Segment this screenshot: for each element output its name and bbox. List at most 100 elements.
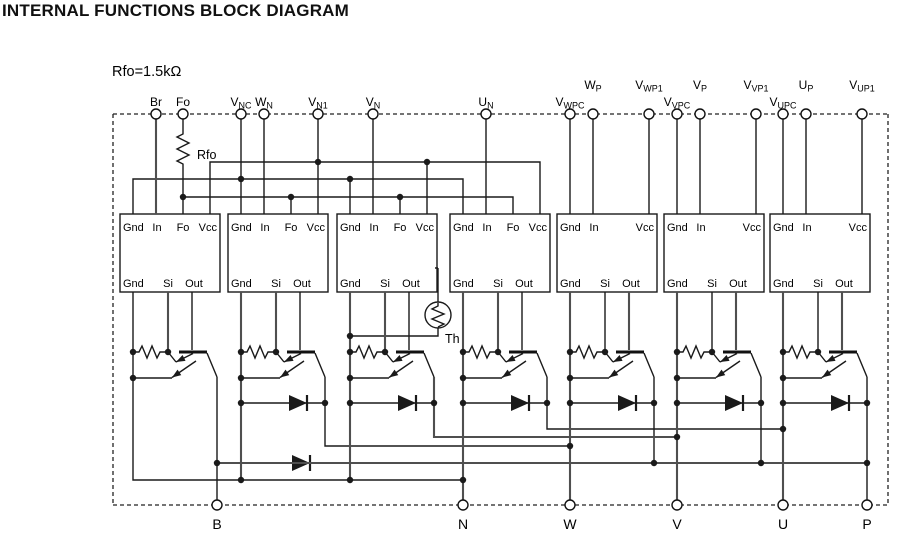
pin-label: Gnd [560, 278, 581, 290]
pin-label: Gnd [231, 222, 252, 234]
junction-dot [459, 399, 467, 407]
pin-label: Vcc [743, 222, 762, 234]
terminal-circle [750, 108, 762, 120]
circuit-wiring-thick [154, 119, 867, 505]
junction-dot [396, 193, 404, 201]
bottom-terminal-u: U [777, 499, 789, 532]
pin-label: Vcc [416, 222, 435, 234]
fo-resistor-label: Rfo [197, 148, 217, 162]
pin-label: Gnd [773, 222, 794, 234]
top-terminal-fo: Fo [176, 95, 190, 120]
top-terminal-vupc: VUPC [769, 95, 797, 120]
junction-dot [494, 348, 502, 356]
junction-dot [129, 348, 137, 356]
junction-dot [272, 348, 280, 356]
junction-dot [237, 374, 245, 382]
junction-dot [757, 459, 765, 467]
pin-label: Vcc [307, 222, 326, 234]
pin-label: Out [402, 278, 420, 290]
pin-label: Si [163, 278, 173, 290]
terminal-circle [258, 108, 270, 120]
pin-label: Gnd [667, 222, 688, 234]
junction-dot [346, 399, 354, 407]
junction-dot [566, 348, 574, 356]
thermistor-symbol: Th [424, 301, 460, 346]
gate-resistor-symbol [350, 344, 385, 360]
junction-dot [346, 332, 354, 340]
terminal-circle [777, 108, 789, 120]
igbt-symbol [501, 350, 537, 379]
junction-dot [237, 348, 245, 356]
terminal-label: VVP1 [743, 78, 768, 94]
top-terminal-vwp1: VWP1 [635, 78, 663, 120]
pin-label: Si [707, 278, 717, 290]
driver-block-7 [769, 213, 871, 293]
top-terminal-wn: WN [255, 95, 273, 120]
gate-resistor-symbol [570, 344, 605, 360]
junction-dot [673, 399, 681, 407]
junction-dot [346, 374, 354, 382]
sense-arrowhead [506, 355, 516, 362]
terminal-circle [861, 499, 873, 511]
top-terminal-br: Br [150, 95, 162, 120]
igbt-symbol [388, 350, 424, 379]
terminal-label: VUP1 [849, 78, 875, 94]
terminal-circle [312, 108, 324, 120]
pin-label: Out [729, 278, 747, 290]
pin-label: In [260, 222, 269, 234]
circuit-wiring-thin [132, 119, 868, 505]
gate-resistor-symbol [677, 344, 712, 360]
driver-block-5 [556, 213, 658, 293]
junction-dot [237, 399, 245, 407]
terminal-label: UP [799, 78, 814, 94]
top-terminal-vn1: VN1 [308, 95, 328, 120]
pin-label: Gnd [667, 278, 688, 290]
junction-dot [650, 459, 658, 467]
pin-label: Fo [507, 222, 520, 234]
top-terminal-vnc: VNC [230, 95, 252, 120]
terminal-circle [211, 499, 223, 511]
emitter-arrowhead [716, 369, 726, 378]
terminal-label: WN [255, 95, 273, 111]
junction-dot [430, 399, 438, 407]
terminal-circle [235, 108, 247, 120]
pin-label: Gnd [560, 222, 581, 234]
junction-dot [863, 459, 871, 467]
terminal-circle [480, 108, 492, 120]
sense-arrowhead [284, 355, 294, 362]
igbt-symbol [171, 350, 207, 379]
terminal-circle [457, 499, 469, 511]
bottom-terminal-v: V [671, 499, 683, 532]
driver-block-2 [227, 213, 329, 293]
igbt-symbol [279, 350, 315, 379]
junction-dot [673, 348, 681, 356]
terminal-label: V [672, 516, 682, 532]
bottom-terminal-b: B [211, 499, 223, 532]
sense-arrowhead [176, 355, 186, 362]
pin-label: Gnd [231, 278, 252, 290]
pin-label: Gnd [340, 222, 361, 234]
terminal-label: VWP1 [635, 78, 663, 94]
junction-dot [566, 399, 574, 407]
top-terminal-wp: WP [584, 78, 602, 120]
pin-label: Gnd [453, 278, 474, 290]
pin-label: Gnd [453, 222, 474, 234]
sense-arrowhead [720, 355, 730, 362]
pin-label: Gnd [123, 222, 144, 234]
junction-dot [814, 348, 822, 356]
top-terminal-vvp1: VVP1 [743, 78, 769, 120]
junction-dot [423, 158, 431, 166]
emitter-arrowhead [389, 369, 399, 378]
sense-arrowhead [393, 355, 403, 362]
terminal-circle [777, 499, 789, 511]
gate-resistor-symbol [463, 344, 498, 360]
pin-label: Vcc [199, 222, 218, 234]
junction-dot [314, 158, 322, 166]
junction-dot [779, 374, 787, 382]
pin-label: Out [515, 278, 533, 290]
terminal-circle [671, 499, 683, 511]
pin-label: Fo [177, 222, 190, 234]
gate-resistor-symbol [241, 344, 276, 360]
top-terminal-up: UP [799, 78, 814, 120]
terminal-circle [177, 108, 189, 120]
